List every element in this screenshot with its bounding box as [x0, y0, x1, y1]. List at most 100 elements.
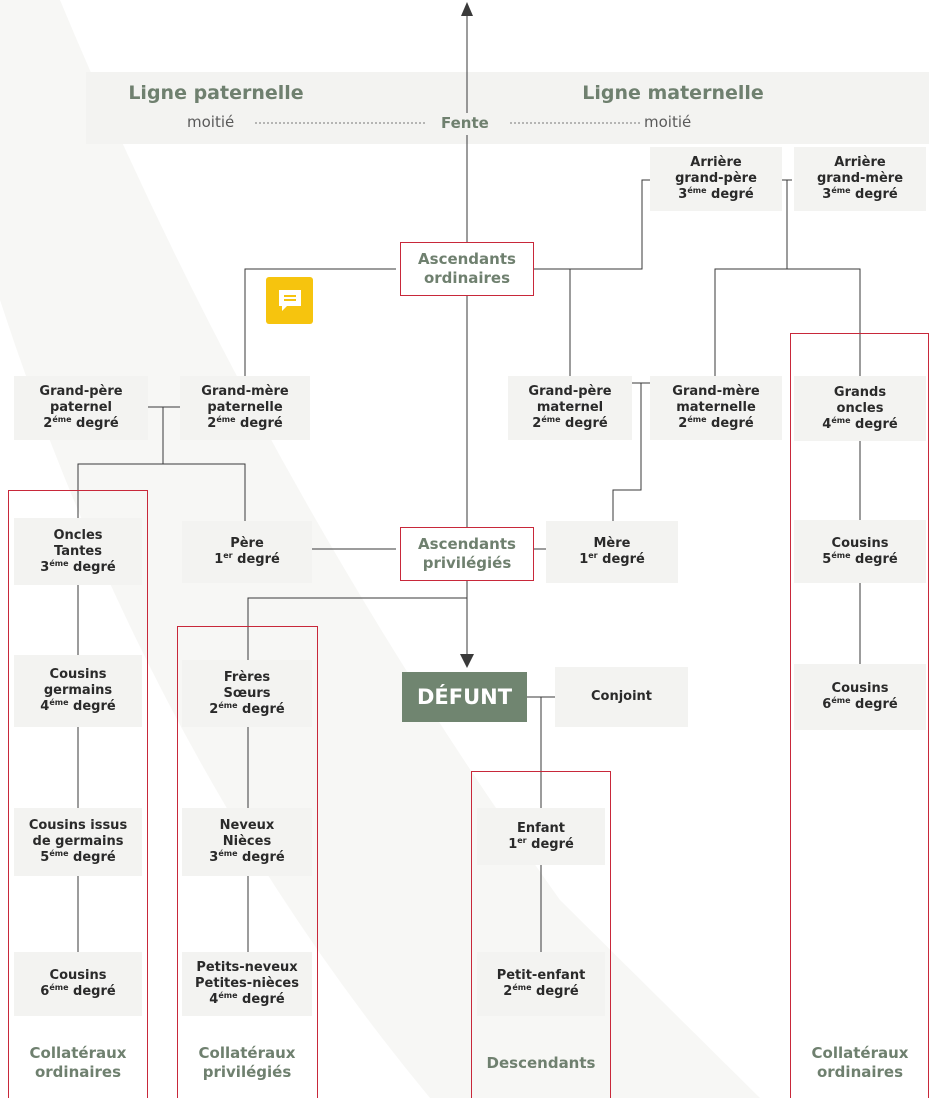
- node-label-line: Oncles: [53, 527, 103, 543]
- degree-word: degré: [242, 992, 285, 1007]
- degree-word: degré: [73, 699, 116, 714]
- node-label-line: Petit-enfant: [496, 968, 586, 983]
- group-descendants: Descendants: [476, 1054, 606, 1073]
- degree-label: 1er degré: [579, 552, 645, 568]
- degree-word: degré: [237, 552, 280, 567]
- degree-label: 5éme degré: [822, 551, 898, 568]
- node-label-line: oncles: [836, 400, 884, 416]
- degree-word: degré: [565, 416, 608, 431]
- degree-label: 1er degré: [508, 835, 574, 853]
- degree-suffix: éme: [831, 415, 851, 425]
- moitie-right-label: moitié: [644, 113, 692, 131]
- node-label-line: Grand-mère: [672, 384, 760, 399]
- group-label-line: ordinaires: [34, 1063, 122, 1081]
- degree-number: 4: [209, 992, 219, 1007]
- degree-number: 3: [822, 187, 832, 202]
- degree-suffix: éme: [216, 415, 236, 424]
- degree-label: 6éme degré: [40, 984, 115, 1000]
- degree-suffix: éme: [218, 849, 238, 858]
- degree-word: degré: [73, 559, 116, 575]
- degree-label: 2éme degré: [209, 701, 285, 718]
- degree-word: degré: [242, 701, 285, 717]
- node-label-line: germains: [43, 683, 113, 698]
- node-label-line: Mère: [593, 536, 631, 551]
- degree-word: degré: [855, 551, 898, 567]
- degree-suffix: éme: [218, 991, 238, 1000]
- node-label-line: paternel: [49, 400, 113, 415]
- node-label-line: de germains: [32, 834, 124, 849]
- degree-number: 3: [209, 850, 219, 865]
- ligne-paternelle-title: Ligne paternelle: [128, 82, 304, 104]
- degree-label: 3éme degré: [678, 187, 753, 203]
- group-collateraux-ordinaires-right: Collatéraux ordinaires: [795, 1044, 925, 1082]
- frame-collateraux-privilegies: [177, 626, 318, 1098]
- ascendants-ordinaires-line1: Ascendants: [418, 250, 516, 268]
- group-label-line: Descendants: [486, 1054, 596, 1072]
- degree-word: degré: [242, 850, 285, 865]
- group-label-line: Collatéraux: [811, 1044, 909, 1062]
- node-label-line: Frères: [223, 669, 271, 685]
- degree-number: 5: [822, 551, 832, 567]
- degree-suffix: éme: [49, 983, 69, 992]
- node-label-line: Arrière: [834, 155, 886, 170]
- node-label-line: Cousins: [831, 681, 889, 696]
- degree-number: 2: [43, 416, 53, 431]
- node-label-line: maternel: [536, 400, 604, 415]
- degree-word: degré: [76, 416, 119, 431]
- degree-number: 1: [579, 552, 589, 567]
- degree-suffix: éme: [49, 698, 69, 707]
- node-label-line: Petits-neveux: [196, 960, 298, 975]
- node-label-line: Sœurs: [223, 685, 271, 701]
- node-label-line: Arrière: [690, 155, 742, 170]
- node-label-line: Grand-père: [39, 384, 123, 399]
- node-label-line: grand-mère: [816, 171, 904, 186]
- degree-number: 2: [503, 984, 513, 999]
- degree-label: 2éme degré: [678, 416, 753, 432]
- group-label-line: ordinaires: [816, 1063, 904, 1081]
- degree-label: 4éme degré: [40, 699, 115, 715]
- degree-suffix: éme: [831, 696, 851, 705]
- node-label-line: Enfant: [516, 820, 566, 836]
- degree-number: 2: [532, 416, 542, 431]
- degree-label: 5éme degré: [40, 850, 115, 866]
- fente-label: Fente: [437, 114, 493, 132]
- ascendants-ordinaires-line2: ordinaires: [423, 269, 511, 287]
- ascendants-ordinaires-node: Ascendants ordinaires: [400, 242, 534, 296]
- degree-suffix: éme: [512, 983, 532, 992]
- degree-number: 2: [209, 701, 219, 717]
- node-label-line: paternelle: [207, 400, 283, 415]
- node-label-line: Nièces: [222, 834, 272, 849]
- degree-suffix: éme: [687, 186, 707, 195]
- degree-number: 4: [40, 699, 50, 714]
- degree-number: 6: [40, 984, 50, 999]
- degree-word: degré: [73, 984, 116, 999]
- comment-icon[interactable]: [266, 277, 313, 324]
- degree-suffix: éme: [49, 849, 69, 858]
- degree-word: degré: [240, 416, 283, 431]
- degree-number: 3: [40, 559, 50, 575]
- defunt-node: DÉFUNT: [402, 672, 527, 722]
- degree-label: 6éme degré: [822, 697, 897, 713]
- frame-collateraux-ordinaires-left: [8, 490, 148, 1098]
- degree-word: degré: [711, 187, 754, 202]
- node-label-line: Conjoint: [590, 689, 653, 704]
- degree-suffix: er: [517, 835, 527, 845]
- degree-word: degré: [531, 836, 574, 852]
- header-band: [86, 72, 929, 144]
- degree-suffix: éme: [49, 558, 69, 568]
- degree-number: 2: [678, 416, 688, 431]
- degree-label: 3éme degré: [40, 558, 116, 576]
- degree-label: 2éme degré: [503, 984, 578, 1000]
